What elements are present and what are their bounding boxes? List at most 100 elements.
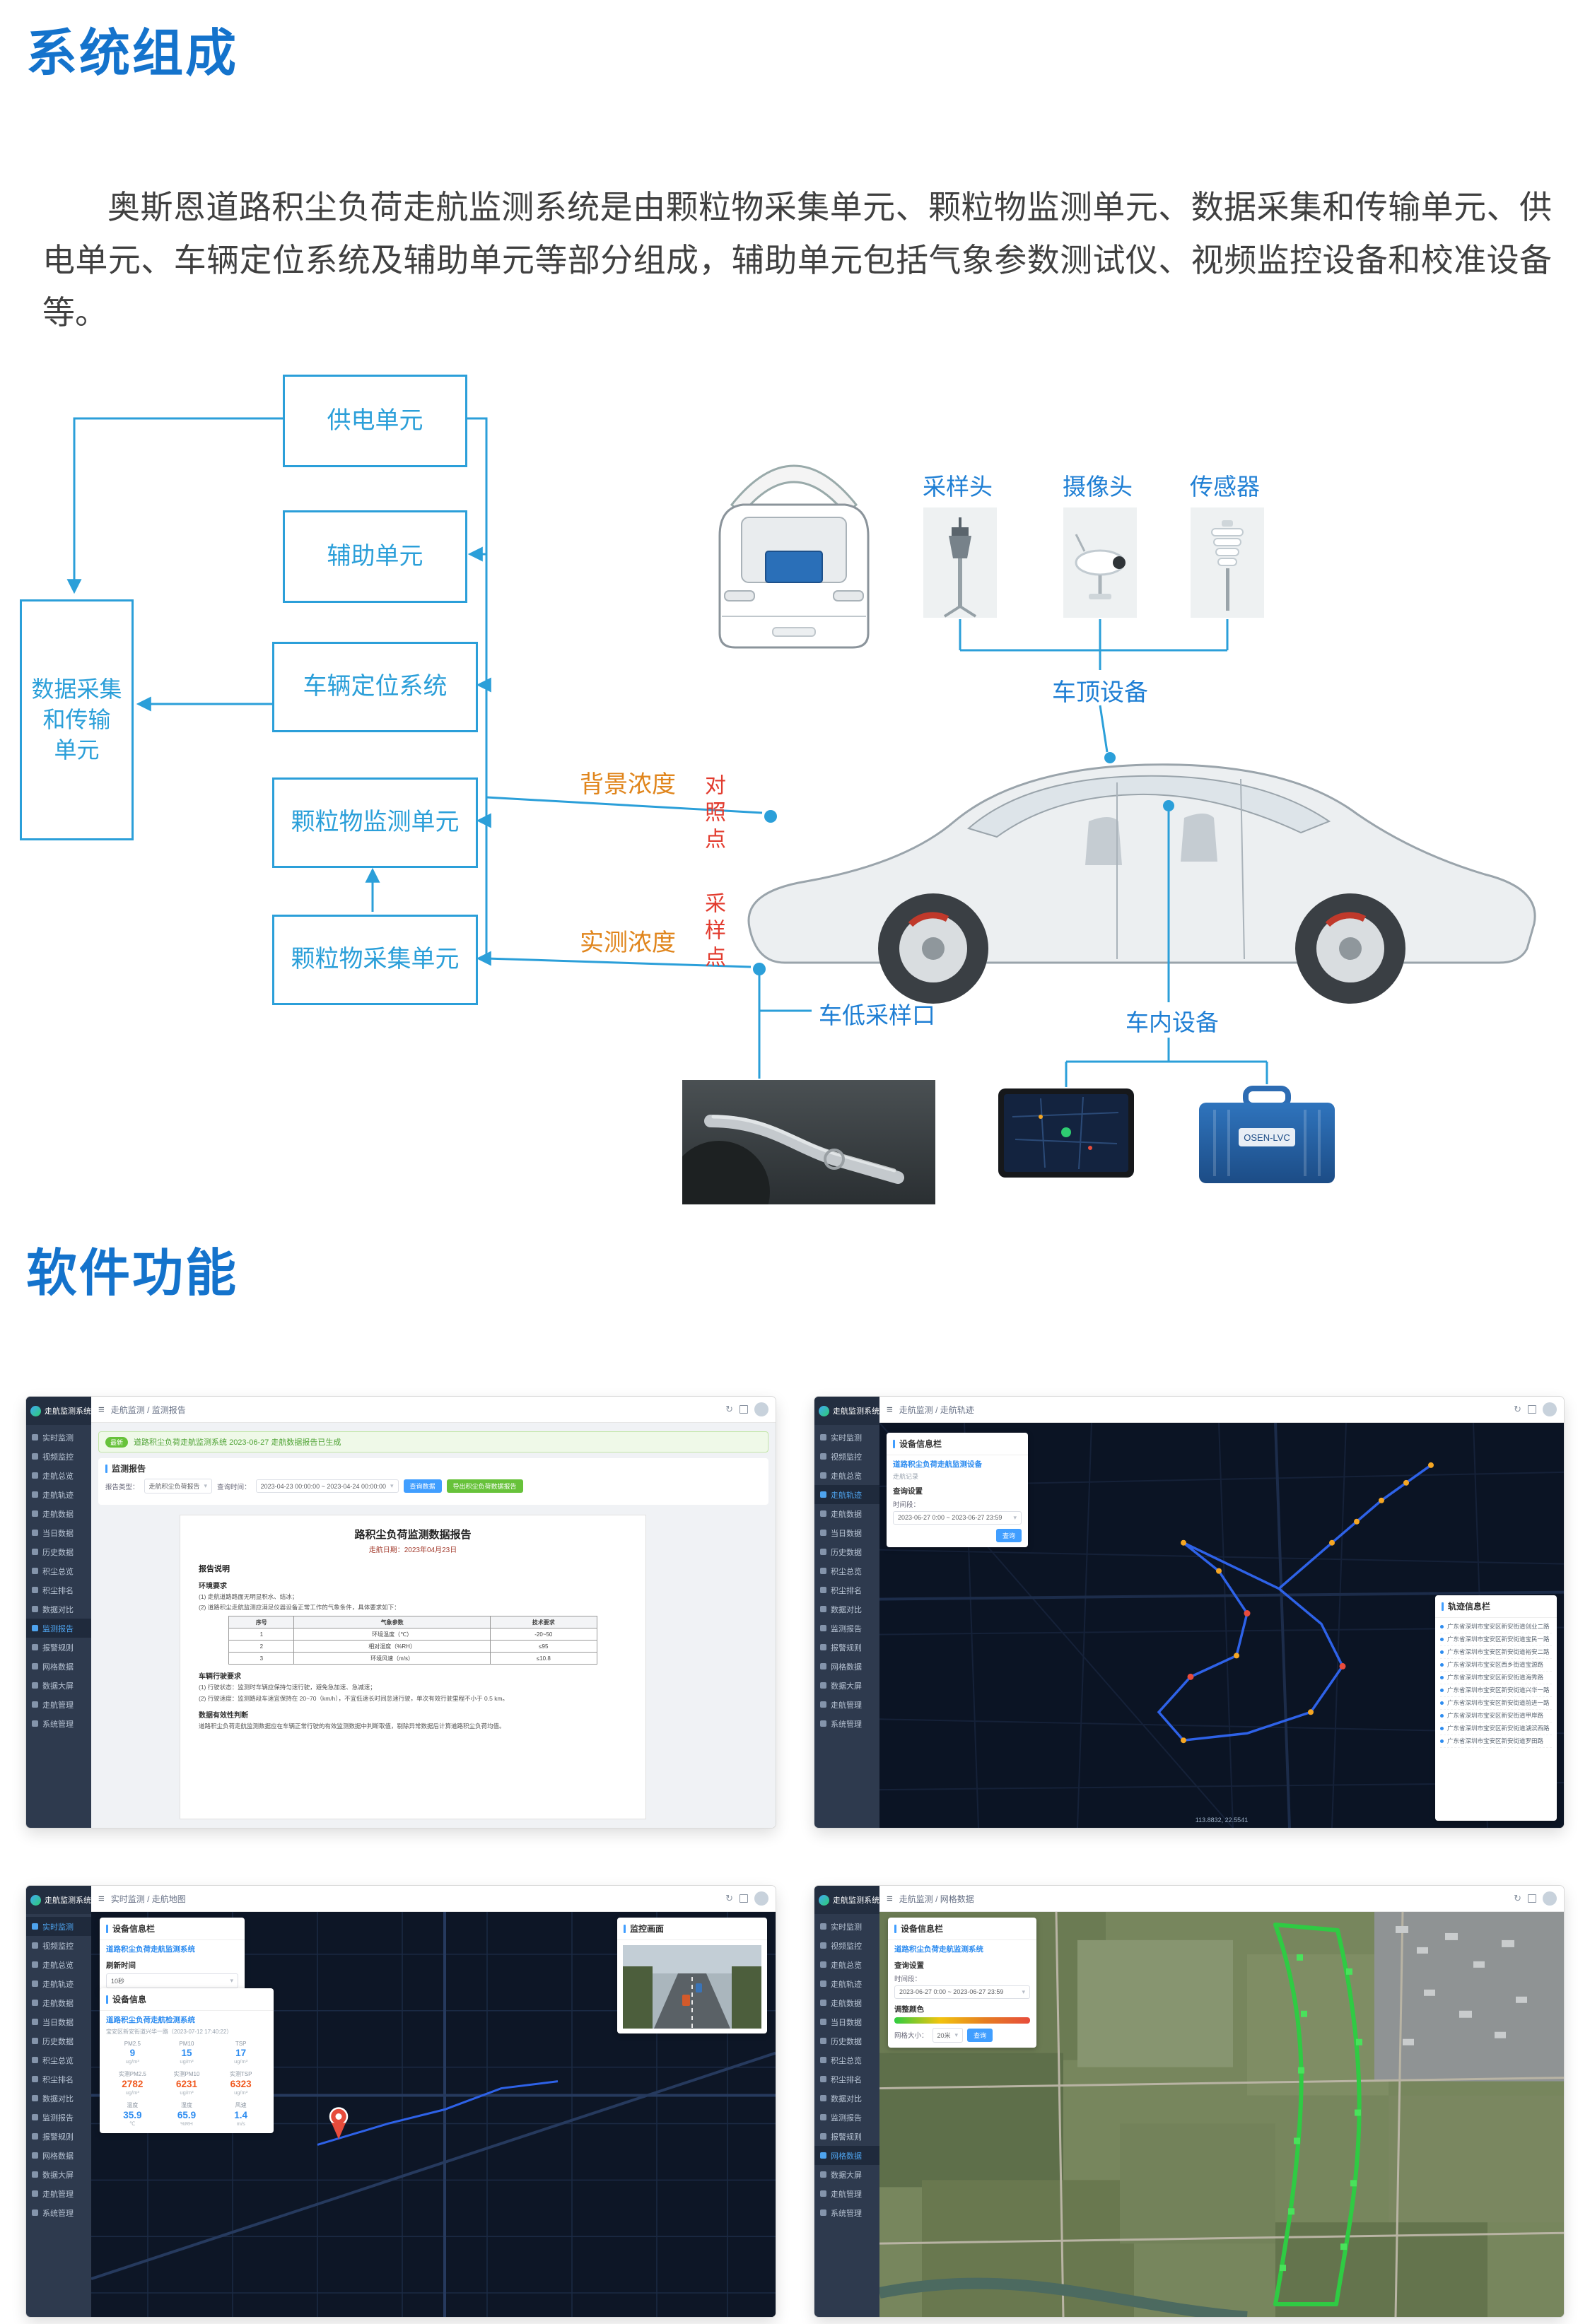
refresh-icon[interactable]: ↻ — [1514, 1893, 1521, 1903]
sidebar-item[interactable]: 数据对比 — [26, 2089, 91, 2108]
sidebar-item[interactable]: 走航总览 — [26, 1955, 91, 1974]
fullscreen-icon[interactable] — [740, 1894, 748, 1903]
time-range-input[interactable]: 2023-06-27 0:00 ~ 2023-06-27 23:59 — [893, 1510, 1022, 1525]
refresh-interval-select[interactable]: 10秒 — [106, 1973, 238, 1988]
export-report-button[interactable]: 导出积尘负荷数据报告 — [446, 1479, 523, 1493]
sidebar-item[interactable]: 走航总览 — [814, 1466, 879, 1485]
sidebar-item[interactable]: 网格数据 — [814, 2146, 879, 2165]
address-item[interactable]: 广东省深圳市宝安区新安街道湖滨西路 — [1440, 1723, 1552, 1736]
sidebar-item[interactable]: 当日数据 — [26, 1523, 91, 1542]
sidebar-item[interactable]: 监测报告 — [814, 1619, 879, 1638]
sidebar-item[interactable]: 当日数据 — [26, 2012, 91, 2031]
sidebar-item[interactable]: 实时监测 — [26, 1428, 91, 1447]
video-feed[interactable] — [623, 1945, 761, 2029]
sidebar-item[interactable]: 报警规则 — [814, 1638, 879, 1657]
sidebar-item[interactable]: 视频监控 — [814, 1447, 879, 1466]
sidebar-item[interactable]: 系统管理 — [814, 2203, 879, 2222]
address-item[interactable]: 广东省深圳市宝安区西乡街道宝源路 — [1440, 1659, 1552, 1672]
sidebar-item[interactable]: 报警规则 — [26, 1638, 91, 1657]
fullscreen-icon[interactable] — [1528, 1405, 1536, 1414]
sidebar-item[interactable]: 走航管理 — [814, 2184, 879, 2203]
sidebar-item[interactable]: 实时监测 — [814, 1428, 879, 1447]
sidebar-item[interactable]: 监测报告 — [26, 2108, 91, 2127]
hamburger-icon[interactable]: ≡ — [98, 1892, 105, 1905]
sidebar-item[interactable]: 数据对比 — [26, 1600, 91, 1619]
sidebar-item[interactable]: 当日数据 — [814, 1523, 879, 1542]
sidebar-item[interactable]: 积尘排名 — [26, 2070, 91, 2089]
report-type-select[interactable]: 走航积尘负荷报告 — [144, 1479, 213, 1493]
sidebar-item[interactable]: 走航轨迹 — [26, 1485, 91, 1504]
sidebar-item[interactable]: 走航轨迹 — [814, 1974, 879, 1993]
sidebar-item[interactable]: 网格数据 — [26, 2146, 91, 2165]
address-item[interactable]: 广东省深圳市宝安区新安街道甲岸路 — [1440, 1710, 1552, 1723]
sidebar-item[interactable]: 积尘排名 — [26, 1580, 91, 1600]
address-item[interactable]: 广东省深圳市宝安区新安街道宝民一路 — [1440, 1633, 1552, 1647]
sidebar-item[interactable]: 走航总览 — [26, 1466, 91, 1485]
avatar[interactable] — [1543, 1402, 1557, 1416]
device-name[interactable]: 道路积尘负荷走航监测系统 — [106, 1945, 195, 1954]
avatar[interactable] — [754, 1891, 768, 1906]
sidebar-item[interactable]: 网格数据 — [814, 1657, 879, 1676]
color-scale-bar[interactable] — [894, 2017, 1030, 2024]
grid-size-select[interactable]: 20米 — [932, 2027, 964, 2043]
sidebar-item[interactable]: 数据大屏 — [814, 1676, 879, 1695]
address-item[interactable]: 广东省深圳市宝安区新安街道裕安二路 — [1440, 1646, 1552, 1660]
address-item[interactable]: 广东省深圳市宝安区新安街道海秀路 — [1440, 1672, 1552, 1685]
sidebar-item[interactable]: 走航轨迹 — [26, 1974, 91, 1993]
sidebar-item[interactable]: 走航数据 — [26, 1504, 91, 1523]
address-item[interactable]: 广东省深圳市宝安区新安街道前进一路 — [1440, 1697, 1552, 1710]
time-range-input[interactable]: 2023-06-27 0:00 ~ 2023-06-27 23:59 — [894, 1985, 1030, 1999]
hamburger-icon[interactable]: ≡ — [98, 1403, 105, 1416]
avatar[interactable] — [754, 1402, 768, 1416]
sidebar-item[interactable]: 报警规则 — [26, 2127, 91, 2146]
sidebar-item[interactable]: 走航总览 — [814, 1955, 879, 1974]
sidebar-item[interactable]: 报警规则 — [814, 2127, 879, 2146]
sidebar-item[interactable]: 走航数据 — [814, 1504, 879, 1523]
sidebar-item[interactable]: 数据对比 — [814, 2089, 879, 2108]
sidebar-item[interactable]: 监测报告 — [26, 1619, 91, 1638]
hamburger-icon[interactable]: ≡ — [887, 1403, 893, 1416]
query-button[interactable]: 查询 — [995, 1528, 1022, 1542]
fullscreen-icon[interactable] — [740, 1405, 748, 1414]
device-name[interactable]: 道路积尘负荷走航监测设备 — [893, 1460, 982, 1469]
address-item[interactable]: 广东省深圳市宝安区新安街道罗田路 — [1440, 1735, 1552, 1749]
date-range-input[interactable]: 2023-04-23 00:00:00 ~ 2023-04-24 00:00:0… — [255, 1479, 399, 1493]
sidebar-item[interactable]: 数据大屏 — [26, 2165, 91, 2184]
sidebar-item[interactable]: 历史数据 — [26, 2031, 91, 2050]
hamburger-icon[interactable]: ≡ — [887, 1892, 893, 1905]
avatar[interactable] — [1543, 1891, 1557, 1906]
refresh-icon[interactable]: ↻ — [725, 1893, 733, 1903]
sidebar-item[interactable]: 历史数据 — [26, 1542, 91, 1561]
sidebar-item[interactable]: 系统管理 — [26, 1714, 91, 1733]
sidebar-item[interactable]: 实时监测 — [26, 1917, 91, 1936]
sidebar-item[interactable]: 走航数据 — [26, 1993, 91, 2012]
refresh-icon[interactable]: ↻ — [725, 1404, 733, 1414]
sidebar-item[interactable]: 系统管理 — [814, 1714, 879, 1733]
sidebar-item[interactable]: 监测报告 — [814, 2108, 879, 2127]
address-item[interactable]: 广东省深圳市宝安区新安街道创业二路 — [1440, 1621, 1552, 1634]
sidebar-item[interactable]: 数据大屏 — [26, 1676, 91, 1695]
sidebar-item[interactable]: 走航管理 — [26, 2184, 91, 2203]
sidebar-item[interactable]: 视频监控 — [814, 1936, 879, 1955]
sidebar-item[interactable]: 当日数据 — [814, 2012, 879, 2031]
sidebar-item[interactable]: 走航数据 — [814, 1993, 879, 2012]
sidebar-item[interactable]: 视频监控 — [26, 1936, 91, 1955]
sidebar-item[interactable]: 走航轨迹 — [814, 1485, 879, 1504]
sidebar-item[interactable]: 走航管理 — [814, 1695, 879, 1714]
sidebar-item[interactable]: 系统管理 — [26, 2203, 91, 2222]
refresh-icon[interactable]: ↻ — [1514, 1404, 1521, 1414]
sidebar-item[interactable]: 走航管理 — [26, 1695, 91, 1714]
sidebar-item[interactable]: 积尘总览 — [814, 1561, 879, 1580]
address-item[interactable]: 广东省深圳市宝安区新安街道兴华一路 — [1440, 1684, 1552, 1698]
sidebar-item[interactable]: 实时监测 — [814, 1917, 879, 1936]
query-button[interactable]: 查询 — [967, 2028, 993, 2042]
sidebar-item[interactable]: 积尘总览 — [814, 2050, 879, 2070]
sidebar-item[interactable]: 积尘排名 — [814, 2070, 879, 2089]
sidebar-item[interactable]: 历史数据 — [814, 1542, 879, 1561]
sidebar-item[interactable]: 网格数据 — [26, 1657, 91, 1676]
fullscreen-icon[interactable] — [1528, 1894, 1536, 1903]
query-button[interactable]: 查询数据 — [403, 1479, 442, 1493]
sidebar-item[interactable]: 积尘总览 — [26, 1561, 91, 1580]
sidebar-item[interactable]: 历史数据 — [814, 2031, 879, 2050]
sidebar-item[interactable]: 积尘排名 — [814, 1580, 879, 1600]
